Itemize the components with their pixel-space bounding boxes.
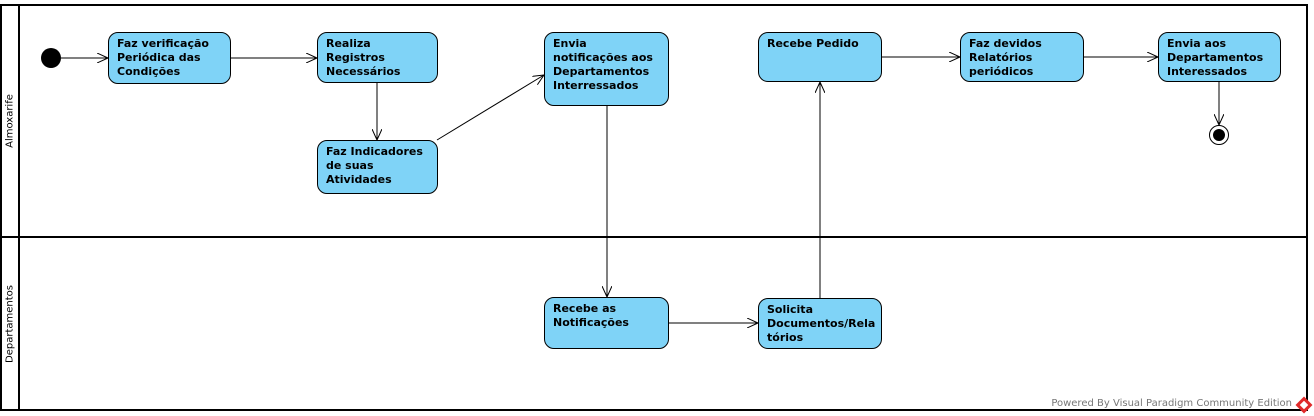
action-label: Faz verificação Periódica das Condições	[117, 37, 209, 78]
action-label: Envia notificações aos Departamentos Int…	[553, 37, 653, 92]
action-realiza-registros[interactable]: Realiza Registros Necessários	[317, 32, 438, 83]
action-verificacao-periodica[interactable]: Faz verificação Periódica das Condições	[108, 32, 231, 84]
action-label: Recebe Pedido	[767, 37, 859, 50]
action-label: Envia aos Departamentos Interessados	[1167, 37, 1264, 78]
action-label: Recebe as Notificações	[553, 302, 629, 329]
flow-indicadores-to-notificacoes	[436, 75, 544, 141]
action-label: Realiza Registros Necessários	[326, 37, 401, 78]
action-solicita-documentos[interactable]: Solicita Documentos/Rela tórios	[758, 298, 882, 349]
action-label: Faz devidos Relatórios periódicos	[969, 37, 1042, 78]
lane-header-almoxarife: Almoxarife	[2, 6, 20, 236]
action-label: Solicita Documentos/Rela tórios	[767, 303, 876, 344]
initial-node	[41, 48, 61, 68]
action-recebe-notificacoes[interactable]: Recebe as Notificações	[544, 297, 669, 349]
footer-credit: Powered By Visual Paradigm Community Edi…	[1051, 398, 1292, 409]
final-node	[1209, 125, 1229, 145]
lane-header-departamentos: Departamentos	[2, 238, 20, 409]
action-faz-indicadores[interactable]: Faz Indicadores de suas Atividades	[317, 140, 438, 194]
action-faz-relatorios[interactable]: Faz devidos Relatórios periódicos	[960, 32, 1084, 82]
action-recebe-pedido[interactable]: Recebe Pedido	[758, 32, 882, 82]
action-label: Faz Indicadores de suas Atividades	[326, 145, 423, 186]
action-envia-departamentos[interactable]: Envia aos Departamentos Interessados	[1158, 32, 1281, 82]
action-envia-notificacoes[interactable]: Envia notificações aos Departamentos Int…	[544, 32, 669, 106]
